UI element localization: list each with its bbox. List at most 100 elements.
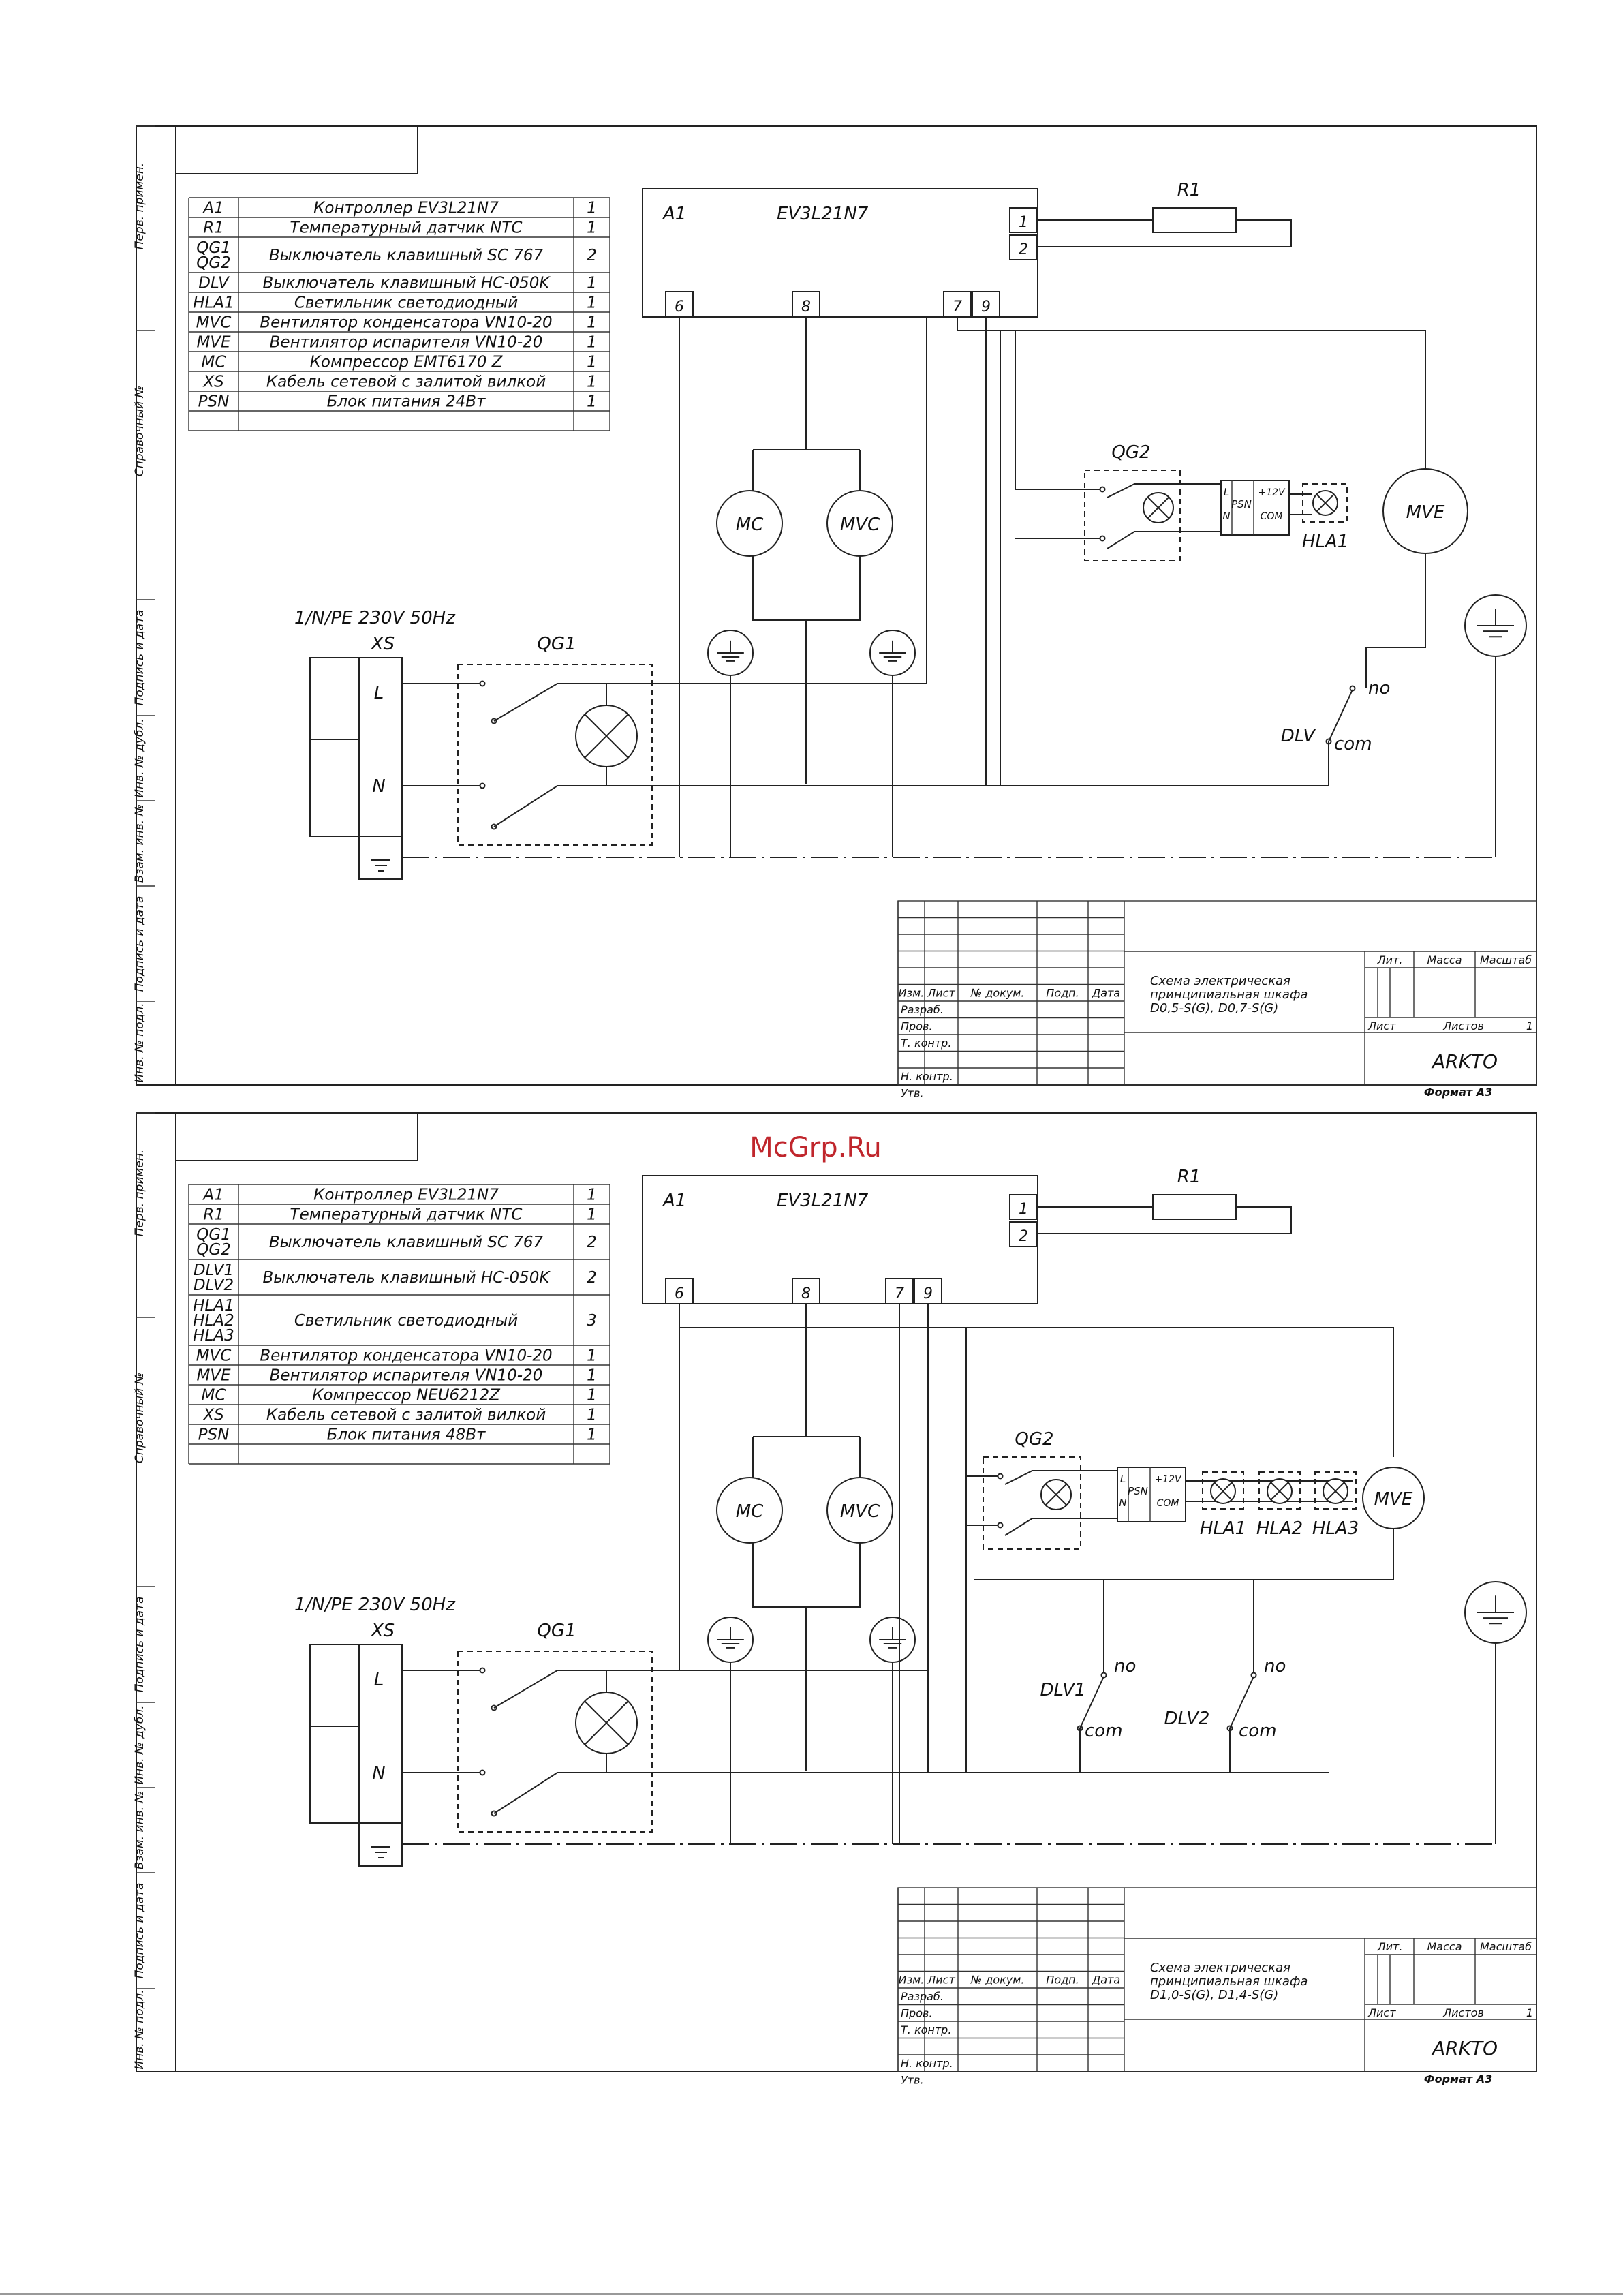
lamp-cross: [1147, 496, 1170, 519]
psn-n: N: [1222, 510, 1230, 522]
spec-qty: 1: [587, 294, 597, 312]
title-row-label: Утв.: [901, 1087, 924, 1100]
title-row-label: Разраб.: [901, 1003, 944, 1016]
contact-dot: [1099, 535, 1106, 542]
qg1-label: QG1: [537, 634, 576, 654]
qg1-frame: [457, 1651, 653, 1833]
spec-qty: 1: [587, 219, 597, 237]
spec-position: XS: [202, 1407, 223, 1424]
psn-l: L: [1224, 486, 1229, 498]
spec-name: Выключатель клавишный SC 767: [269, 1234, 544, 1251]
side-label: Подпись и дата: [133, 610, 146, 706]
controller-model: EV3L21N7: [777, 1191, 869, 1211]
title-sheets: Листов: [1442, 2006, 1484, 2019]
spec-qty: 1: [587, 275, 597, 292]
dlv1-com: com: [1085, 1721, 1123, 1741]
plug-n: N: [372, 776, 385, 797]
spec-position: R1: [203, 219, 224, 237]
psn-12v: +12V: [1258, 487, 1286, 498]
spec-position: MVE: [196, 334, 231, 352]
spec-qty: 1: [587, 1206, 597, 1224]
mvc-label: MVC: [840, 515, 880, 535]
controller-ref: A1: [662, 204, 686, 224]
spec-qty: 2: [587, 1234, 597, 1251]
r1-label: R1: [1177, 1167, 1201, 1187]
terminal-label: 1: [1019, 1201, 1028, 1218]
contact-dot: [1099, 486, 1106, 493]
plug-frame: [309, 1644, 403, 1824]
qg1-frame: [457, 664, 653, 846]
side-label: Подпись и дата: [133, 896, 146, 992]
spec-name: Температурный датчик NTC: [290, 1206, 523, 1224]
qg1-blade-n: [493, 785, 1329, 827]
format-label: Формат А3: [1424, 1086, 1493, 1099]
terminal-label: 7: [953, 299, 962, 316]
mvc-label: MVC: [840, 1501, 880, 1522]
lamp-cross: [584, 714, 629, 759]
dlv1-no: no: [1114, 1656, 1136, 1677]
side-label: Инв. № подл.: [133, 1002, 146, 1082]
mve-feed: [679, 1327, 1394, 1457]
company-name: ARKTO: [1431, 2037, 1498, 2060]
title-sheets: Листов: [1442, 1020, 1484, 1032]
side-label: Перв. примен.: [133, 163, 146, 250]
qg2-feed-l: [1015, 331, 1102, 490]
dlv2-label: DLV2: [1164, 1709, 1210, 1729]
stamp-corner: [176, 1113, 418, 1161]
side-label: Справочный №: [133, 1373, 146, 1463]
spec-name: Температурный датчик NTC: [290, 219, 523, 237]
spec-qty: 1: [587, 314, 597, 332]
qg2-label: QG2: [1111, 442, 1150, 463]
psn-label: PSN: [1128, 1485, 1148, 1497]
drawing-title: Схема электрическая: [1150, 974, 1290, 988]
mve-return: [1365, 553, 1426, 688]
spec-position: XS: [202, 373, 223, 391]
psn-frame: [1117, 1467, 1186, 1522]
mve-feed: [957, 330, 1426, 470]
hla-frame: [1302, 483, 1348, 523]
qg1-blade-n: [493, 1772, 1329, 1814]
spec-position: PSN: [198, 1426, 230, 1444]
r1-wire-2: [1037, 1206, 1292, 1234]
title-header: Изм.: [899, 987, 925, 1000]
title-row-label: Н. контр.: [901, 2057, 953, 2070]
plug-ground: [358, 1822, 403, 1867]
title-scale: Масштаб: [1480, 953, 1532, 966]
spec-qty: 1: [587, 1187, 597, 1204]
spec-position: R1: [203, 1206, 224, 1224]
drawing-title: D1,0-S(G), D1,4-S(G): [1150, 1988, 1278, 2002]
title-row-label: Н. контр.: [901, 1070, 953, 1083]
spec-name: Вентилятор конденсатора VN10-20: [260, 1347, 552, 1365]
psn-label: PSN: [1231, 498, 1252, 510]
title-header: Подп.: [1046, 987, 1079, 1000]
watermark: McGrp.Ru: [749, 1132, 881, 1163]
qg2-frame: [1084, 470, 1181, 561]
hla-frame: [1258, 1471, 1301, 1510]
side-label: Инв. № дубл.: [133, 1705, 146, 1784]
spec-position: HLA3: [193, 1327, 234, 1345]
spec-qty: 1: [587, 1407, 597, 1424]
stamp-corner: [176, 126, 418, 174]
spec-name: Светильник светодиодный: [294, 294, 518, 312]
qg1-label: QG1: [537, 1621, 576, 1641]
contact-dot: [997, 1522, 1004, 1529]
plug-frame: [309, 657, 403, 837]
spec-qty: 2: [587, 1269, 597, 1287]
spec-name: Компрессор NEU6212Z: [312, 1387, 501, 1405]
dlv-label: DLV: [1281, 726, 1317, 746]
spec-qty: 1: [587, 1347, 597, 1365]
spec-name: Компрессор EMT6170 Z: [310, 354, 504, 371]
qg1-blade-l: [493, 1670, 927, 1709]
spec-position: MC: [202, 1387, 226, 1405]
mc-label: MC: [736, 515, 764, 535]
title-row-label: Пров.: [901, 1020, 933, 1033]
psn-frame: [1220, 480, 1290, 536]
plug-l: L: [374, 1670, 384, 1690]
hla-label: HLA3: [1312, 1518, 1359, 1539]
title-row-label: Т. контр.: [901, 2023, 951, 2036]
company-name: ARKTO: [1431, 1050, 1498, 1073]
mc-label: MC: [736, 1501, 764, 1522]
r1-resistor: [1152, 207, 1237, 233]
spec-position: DLV2: [194, 1276, 234, 1294]
